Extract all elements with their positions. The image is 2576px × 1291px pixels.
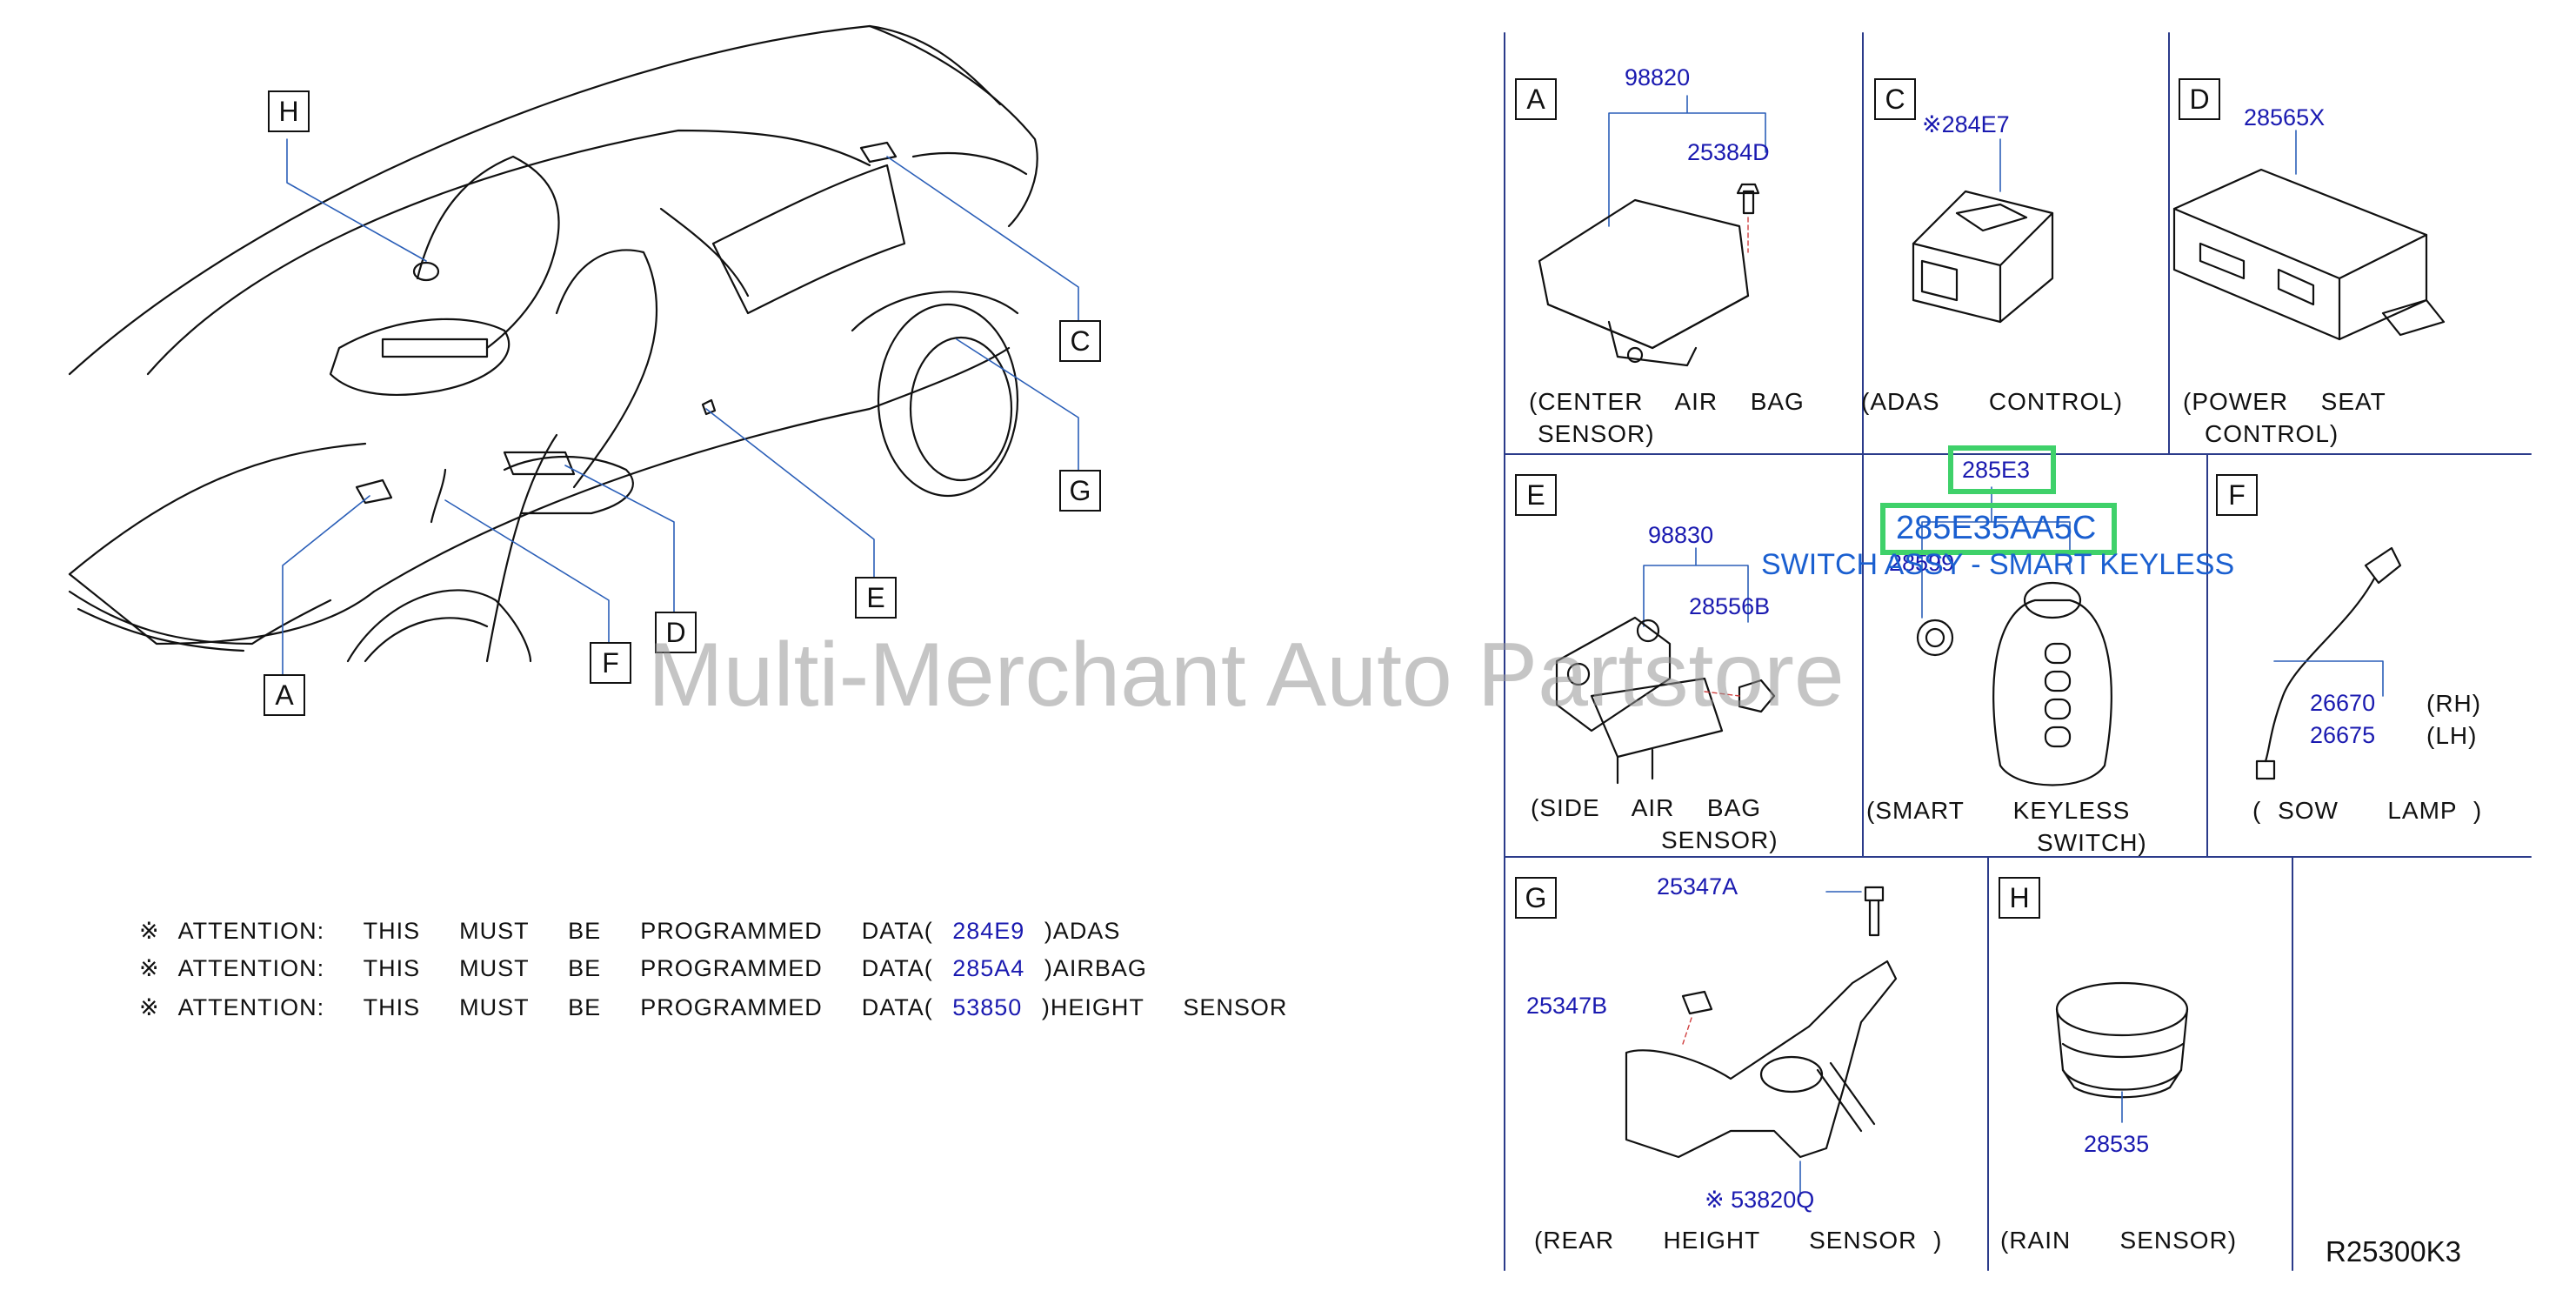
panel-g-letter: G	[1515, 877, 1557, 919]
panel-caption: (POWER SEAT	[2183, 388, 2386, 415]
overview-label-e: E	[855, 577, 897, 619]
panel-h-art	[2055, 981, 2189, 1123]
part-number[interactable]: 25384D	[1687, 139, 1770, 165]
panel-d-letter: D	[2179, 78, 2220, 120]
panel-e-letter: E	[1515, 474, 1557, 516]
panel-c-art	[1912, 138, 2054, 324]
panel-caption: (ADAS CONTROL)	[1861, 388, 2124, 415]
panel-c-letter: C	[1874, 78, 1916, 120]
panel-caption: (REAR HEIGHT SENSOR )	[1534, 1227, 1943, 1254]
part-number[interactable]: 25347B	[1526, 993, 1608, 1019]
part-number[interactable]: 285E3	[1962, 457, 2031, 483]
part-number[interactable]: 98820	[1625, 64, 1691, 90]
diagram-reference: R25300K3	[2326, 1235, 2461, 1268]
panel-f-letter: F	[2216, 474, 2258, 516]
panel-d-art	[2172, 130, 2446, 341]
panel-caption: (CENTER AIR BAG	[1529, 388, 1805, 415]
panel-a-letter: A	[1515, 78, 1557, 120]
highlight-box	[1880, 503, 2117, 555]
side-label: (RH)	[2426, 690, 2482, 717]
panel-g-art	[1625, 886, 1898, 1197]
highlight-description: SWITCH ASSY - SMART KEYLESS	[1761, 548, 2235, 581]
part-number[interactable]: 28535	[2084, 1131, 2150, 1157]
part-number[interactable]: 25347A	[1657, 873, 1738, 900]
side-label: (LH)	[2426, 722, 2478, 749]
part-number[interactable]: 28599	[1889, 550, 1955, 576]
part-number[interactable]: 28556B	[1689, 593, 1771, 619]
vehicle-outline	[68, 24, 1038, 663]
panel-caption: ( SOW LAMP )	[2252, 797, 2483, 824]
overview-label-g: G	[1059, 470, 1101, 512]
part-number[interactable]: 98830	[1648, 522, 1714, 548]
attention-note: ※ ATTENTION: THIS MUST BE PROGRAMMED DAT…	[139, 918, 1121, 944]
panel-h-letter: H	[1999, 877, 2040, 919]
part-number[interactable]: ※284E7	[1922, 111, 2010, 137]
overview-label-h: H	[268, 90, 310, 132]
overview-label-d: D	[655, 612, 697, 653]
panel-caption: SENSOR)	[1661, 826, 1779, 853]
highlight-box	[1948, 445, 2056, 494]
panel-caption: (RAIN SENSOR)	[2000, 1227, 2238, 1254]
overview-label-f: F	[590, 642, 631, 684]
overview-leaders	[282, 138, 1079, 675]
panel-f-art	[2255, 546, 2402, 780]
panel-caption: SENSOR)	[1538, 420, 1655, 447]
panel-e-art	[1555, 547, 1776, 785]
overview-label-a: A	[264, 674, 305, 716]
attention-note: ※ ATTENTION: THIS MUST BE PROGRAMMED DAT…	[139, 955, 1147, 981]
panel-caption: (SIDE AIR BAG	[1531, 794, 1762, 821]
part-number[interactable]: ※ 53820Q	[1705, 1187, 1815, 1213]
attention-note: ※ ATTENTION: THIS MUST BE PROGRAMMED DAT…	[139, 994, 1288, 1020]
panel-caption: CONTROL)	[2205, 420, 2339, 447]
watermark: Multi-Merchant Auto Partstore	[648, 625, 1845, 726]
part-number[interactable]: 26675	[2310, 722, 2376, 748]
panel-caption: (SMART KEYLESS	[1866, 797, 2131, 824]
panel-caption: SWITCH)	[2037, 829, 2147, 856]
panel-a-art	[1538, 95, 1766, 367]
highlight-part-number[interactable]: 285E35AA5C	[1896, 510, 2097, 546]
part-number[interactable]: 26670	[2310, 690, 2376, 716]
part-number[interactable]: 28565X	[2244, 104, 2326, 130]
overview-label-c: C	[1059, 320, 1101, 362]
